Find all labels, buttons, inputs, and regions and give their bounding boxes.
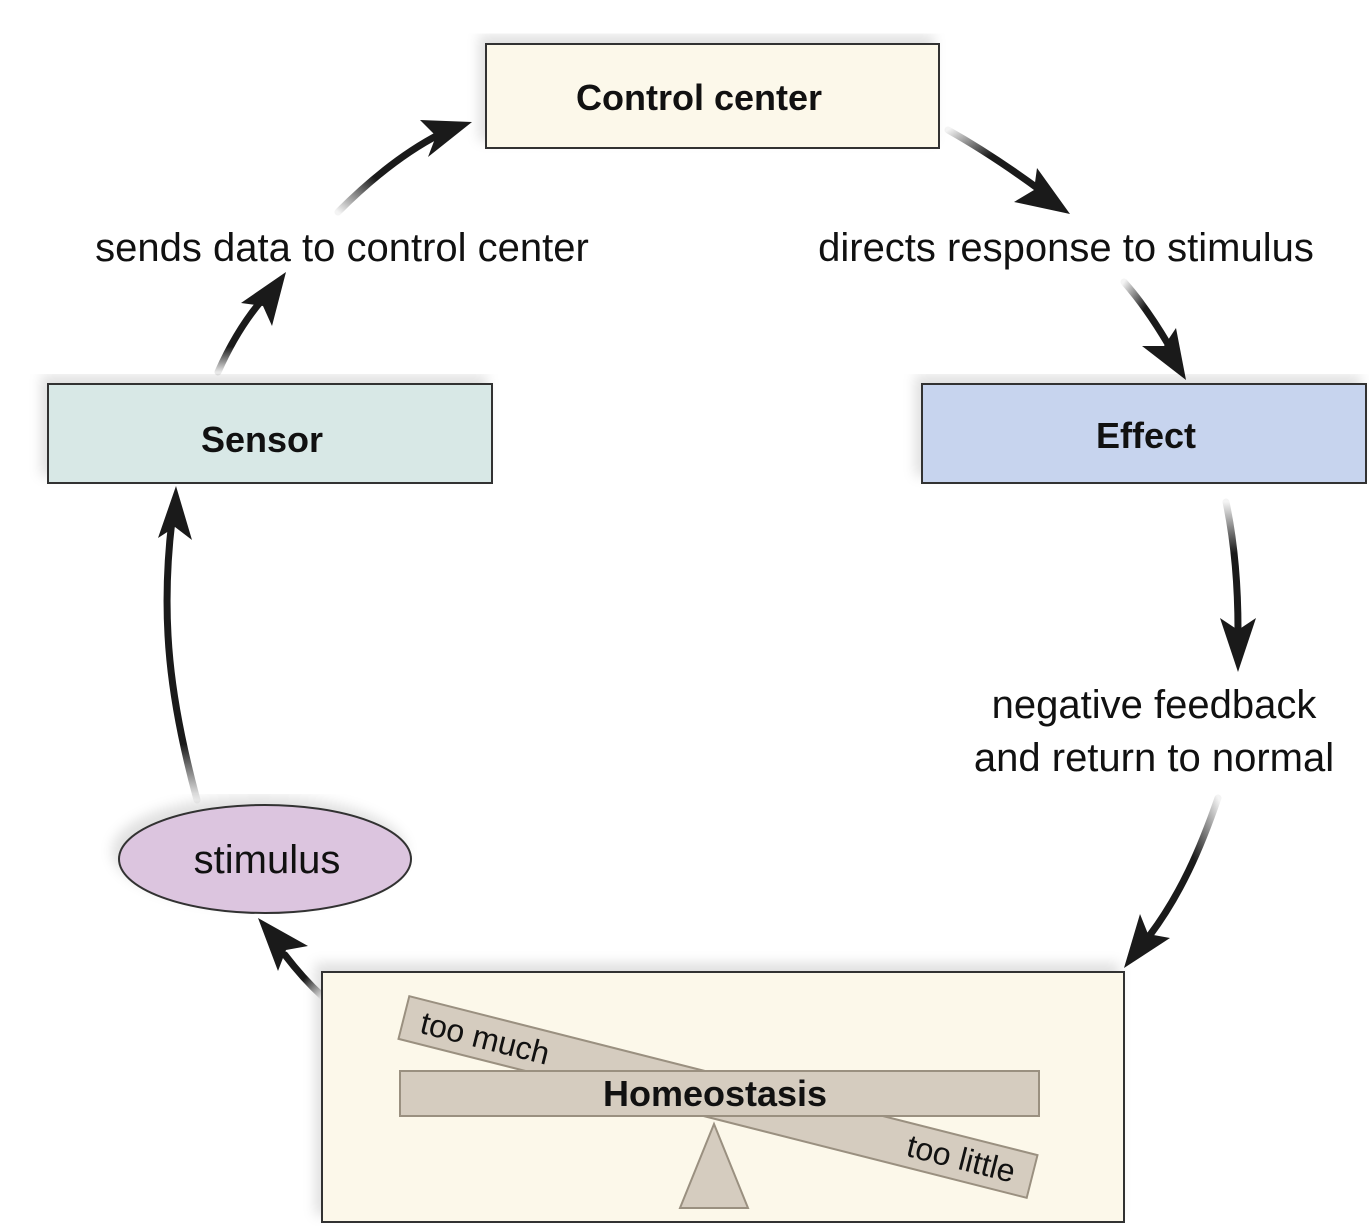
arrow-to-control-center (334, 130, 444, 216)
arrow-homeostasis-to-stimulus (281, 951, 326, 1000)
arrowhead-control-center-down (1014, 168, 1070, 214)
control-center-label: Control center (576, 77, 822, 118)
homeostasis-node: too much too little Homeostasis (321, 971, 1125, 1223)
homeostasis-label: Homeostasis (603, 1073, 827, 1114)
stimulus-ellipse (118, 804, 412, 914)
arrowhead-stimulus-to-sensor (158, 486, 192, 540)
arrows (158, 120, 1256, 1000)
effect-node: Effect (921, 383, 1367, 484)
sends-data-label: sends data to control center (95, 226, 589, 270)
stimulus-label: stimulus (194, 838, 341, 882)
arrowhead-effect-down (1220, 618, 1256, 672)
arrowhead-to-control-center (420, 120, 472, 157)
arrow-effect-down (1222, 498, 1242, 634)
arrowhead-to-effect (1142, 328, 1186, 380)
negative-feedback-label-line1: negative feedback (992, 683, 1318, 727)
arrow-to-effect (1120, 278, 1172, 348)
effect-label: Effect (1096, 415, 1196, 456)
negative-feedback-label-line2: and return to normal (974, 736, 1334, 780)
fulcrum-triangle (678, 1121, 750, 1209)
level-beam (399, 1070, 1040, 1117)
arrowhead-to-homeostasis (1124, 914, 1170, 968)
arrow-control-center-down (944, 126, 1044, 194)
arrowhead-homeostasis-to-stimulus (258, 918, 308, 971)
control-center-node: Control center (485, 43, 940, 149)
control-center-box (485, 43, 940, 149)
arrowhead-sensor-to-label (241, 272, 286, 326)
sensor-label: Sensor (201, 419, 323, 460)
sensor-box (47, 383, 493, 484)
directs-response-label: directs response to stimulus (818, 226, 1314, 270)
arrow-sensor-to-label (214, 296, 266, 376)
effect-box (921, 383, 1367, 484)
arrow-to-homeostasis (1146, 794, 1222, 939)
stimulus-node: stimulus (118, 804, 412, 914)
sensor-node: Sensor (47, 383, 493, 484)
arrow-stimulus-to-sensor (163, 516, 201, 804)
